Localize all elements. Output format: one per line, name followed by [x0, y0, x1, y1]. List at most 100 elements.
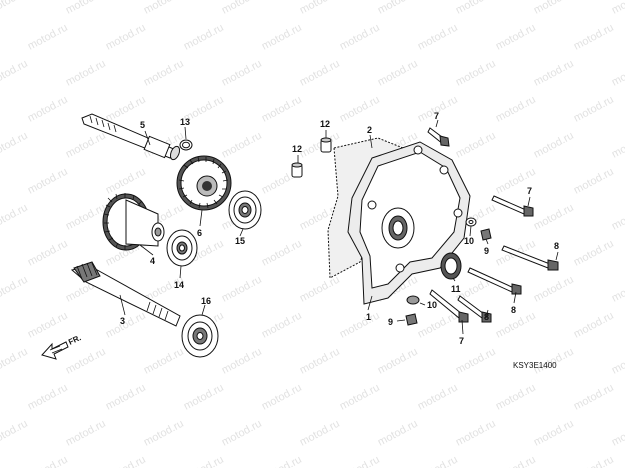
direction-arrow-icon: [41, 341, 69, 360]
callout-5: 5: [140, 120, 145, 130]
watermark-text: motod.ru: [26, 238, 70, 269]
watermark-text: motod.ru: [182, 454, 226, 468]
watermark-text: motod.ru: [142, 346, 186, 377]
watermark-text: motod.ru: [610, 202, 625, 233]
watermark-text: motod.ru: [610, 58, 625, 89]
watermark-text: motod.ru: [298, 346, 342, 377]
watermark-text: motod.ru: [298, 418, 342, 449]
part-13-snap-ring[interactable]: [179, 139, 193, 151]
part-14-bearing[interactable]: [166, 229, 198, 267]
watermark-text: motod.ru: [0, 418, 30, 449]
watermark-text: motod.ru: [572, 310, 616, 341]
part-9-bolt-lower[interactable]: [405, 313, 418, 326]
callout-8-middle: 8: [511, 305, 516, 315]
watermark-text: motod.ru: [0, 202, 30, 233]
watermark-text: motod.ru: [220, 274, 264, 305]
watermark-text: motod.ru: [0, 130, 30, 161]
watermark-text: motod.ru: [298, 0, 342, 17]
callout-15: 15: [235, 236, 245, 246]
watermark-text: motod.ru: [532, 58, 576, 89]
watermark-text: motod.ru: [220, 58, 264, 89]
watermark-text: motod.ru: [182, 22, 226, 53]
watermark-text: motod.ru: [338, 310, 382, 341]
watermark-text: motod.ru: [338, 382, 382, 413]
watermark-text: motod.ru: [64, 202, 108, 233]
watermark-text: motod.ru: [572, 454, 616, 468]
watermark-text: motod.ru: [572, 94, 616, 125]
direction-indicator: FR.: [41, 333, 83, 360]
watermark-text: motod.ru: [104, 382, 148, 413]
watermark-text: motod.ru: [298, 274, 342, 305]
watermark-text: motod.ru: [532, 130, 576, 161]
part-4-countershaft-gear[interactable]: [102, 193, 165, 251]
watermark-text: motod.ru: [494, 94, 538, 125]
watermark-text: motod.ru: [532, 274, 576, 305]
leader-lines: [119, 119, 559, 335]
part-16-bearing[interactable]: [181, 314, 219, 358]
watermark-text: motod.ru: [220, 418, 264, 449]
watermark-text: motod.ru: [376, 0, 420, 17]
watermark-text: motod.ru: [610, 130, 625, 161]
part-15-bearing[interactable]: [228, 190, 262, 230]
watermark-text: motod.ru: [142, 0, 186, 17]
watermark-text: motod.ru: [454, 0, 498, 17]
part-7-bolt-lower[interactable]: [429, 289, 469, 323]
part-6-driven-gear[interactable]: [176, 155, 232, 211]
watermark-text: motod.ru: [142, 418, 186, 449]
part-7-bolt-top[interactable]: [427, 127, 450, 147]
watermark-text: motod.ru: [0, 58, 30, 89]
watermark-text: motod.ru: [298, 58, 342, 89]
callout-13: 13: [180, 117, 190, 127]
watermark-text: motod.ru: [260, 454, 304, 468]
part-8-bolt-right[interactable]: [501, 245, 559, 271]
callout-10-upper: 10: [464, 236, 474, 246]
callout-8-lower: 8: [484, 312, 489, 322]
callout-10-lower: 10: [427, 300, 437, 310]
callout-7-top: 7: [434, 111, 439, 121]
part-12-dowel-pin-upper[interactable]: [320, 137, 332, 153]
watermark-text: motod.ru: [260, 382, 304, 413]
part-10-washer-lower[interactable]: [406, 295, 420, 305]
direction-label: FR.: [67, 333, 82, 347]
part-1-transmission-cover[interactable]: [347, 141, 471, 305]
part-9-bolt-upper[interactable]: [480, 228, 492, 241]
watermark-text: motod.ru: [338, 94, 382, 125]
watermark-text: motod.ru: [26, 166, 70, 197]
watermark-text: motod.ru: [532, 202, 576, 233]
watermark-text: motod.ru: [26, 22, 70, 53]
callout-6: 6: [197, 228, 202, 238]
watermark-text: motod.ru: [494, 22, 538, 53]
part-3-final-shaft[interactable]: [70, 261, 181, 327]
watermark-text: motod.ru: [220, 0, 264, 17]
callout-labels: 5 13 6 15 4 14 3 16 12 12 2 1 7 7 8 8 8 …: [120, 111, 559, 346]
watermark-text: motod.ru: [494, 382, 538, 413]
watermark-text: motod.ru: [610, 346, 625, 377]
watermark-text: motod.ru: [26, 454, 70, 468]
part-7-bolt-right[interactable]: [491, 195, 534, 217]
callout-3: 3: [120, 316, 125, 326]
watermark-text: motod.ru: [0, 346, 30, 377]
watermark-text: motod.ru: [64, 346, 108, 377]
watermark-text: motod.ru: [454, 418, 498, 449]
watermark-text: motod.ru: [0, 0, 30, 17]
part-8-bolt-middle[interactable]: [467, 267, 522, 295]
callout-12-upper: 12: [320, 119, 330, 129]
watermark-text: motod.ru: [26, 94, 70, 125]
drawing-code: KSY3E1400: [513, 361, 557, 370]
part-10-washer-upper[interactable]: [465, 217, 477, 227]
watermark-text: motod.ru: [416, 454, 460, 468]
watermark-text: motod.ru: [64, 130, 108, 161]
watermark-text: motod.ru: [260, 310, 304, 341]
watermark-text: motod.ru: [572, 238, 616, 269]
watermark-text: motod.ru: [376, 418, 420, 449]
watermark-text: motod.ru: [454, 58, 498, 89]
watermark-text: motod.ru: [0, 274, 30, 305]
watermark-text: motod.ru: [104, 310, 148, 341]
part-12-dowel-pin-lower[interactable]: [291, 162, 303, 178]
watermark-text: motod.ru: [416, 382, 460, 413]
part-5-shaft[interactable]: [81, 113, 181, 161]
part-11-oil-seal[interactable]: [440, 252, 462, 280]
watermark-text: motod.ru: [610, 418, 625, 449]
